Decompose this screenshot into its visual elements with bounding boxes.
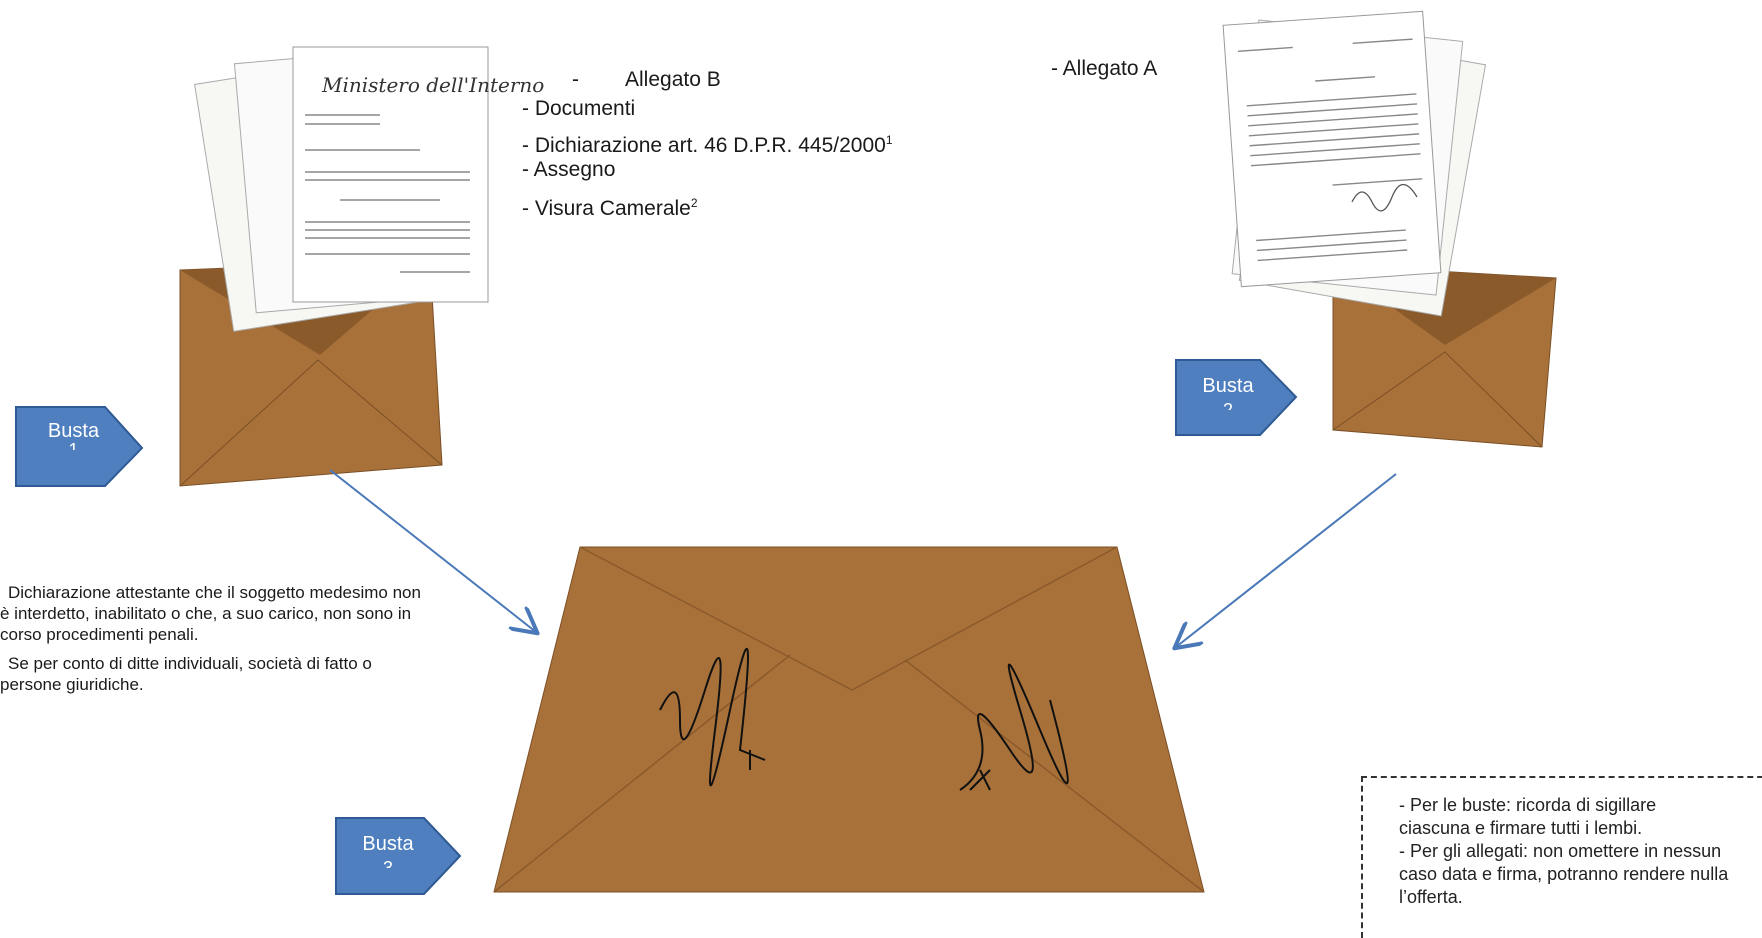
- footnote-2: Se per conto di ditte individuali, socie…: [0, 654, 372, 694]
- signature-left: [659, 647, 766, 787]
- arrow-busta2-to-busta3: [1176, 473, 1397, 647]
- diagram-canvas: Ministero dell'Interno: [15, 10, 1557, 895]
- svg-text:Ministero dell'Interno: Ministero dell'Interno: [321, 73, 544, 97]
- reminder-attachments: - Per gli allegati: non omettere in ness…: [1399, 841, 1729, 907]
- footnotes: Dichiarazione attestante che il soggetto…: [0, 582, 432, 703]
- busta-1-tag-shape: [15, 406, 144, 487]
- allegato-a-heading: - Allegato A: [1051, 57, 1158, 80]
- allegato-b-dash: -: [572, 68, 579, 91]
- reminder-envelopes: - Per le buste: ricorda di sigillare cia…: [1399, 795, 1657, 838]
- reminder-box: - Per le buste: ricorda di sigillare cia…: [1361, 776, 1762, 938]
- list-item: - Dichiarazione art. 46 D.P.R. 445/20001: [522, 133, 893, 157]
- documents-stack-2: [1222, 10, 1487, 317]
- footnote-1: Dichiarazione attestante che il soggetto…: [0, 583, 421, 644]
- documents-stack-1: Ministero dell'Interno: [194, 46, 544, 332]
- busta-3-tag-shape: [335, 817, 462, 895]
- arrow-busta1-to-busta3: [329, 469, 536, 632]
- signature-right: [959, 663, 1069, 791]
- envelope-3: [493, 546, 1205, 893]
- allegato-b-heading: Allegato B: [625, 68, 721, 91]
- list-item: - Visura Camerale2: [522, 196, 698, 220]
- list-item: - Documenti: [522, 97, 636, 120]
- busta-2-tag-shape: [1175, 359, 1298, 436]
- list-item: - Assegno: [522, 158, 616, 181]
